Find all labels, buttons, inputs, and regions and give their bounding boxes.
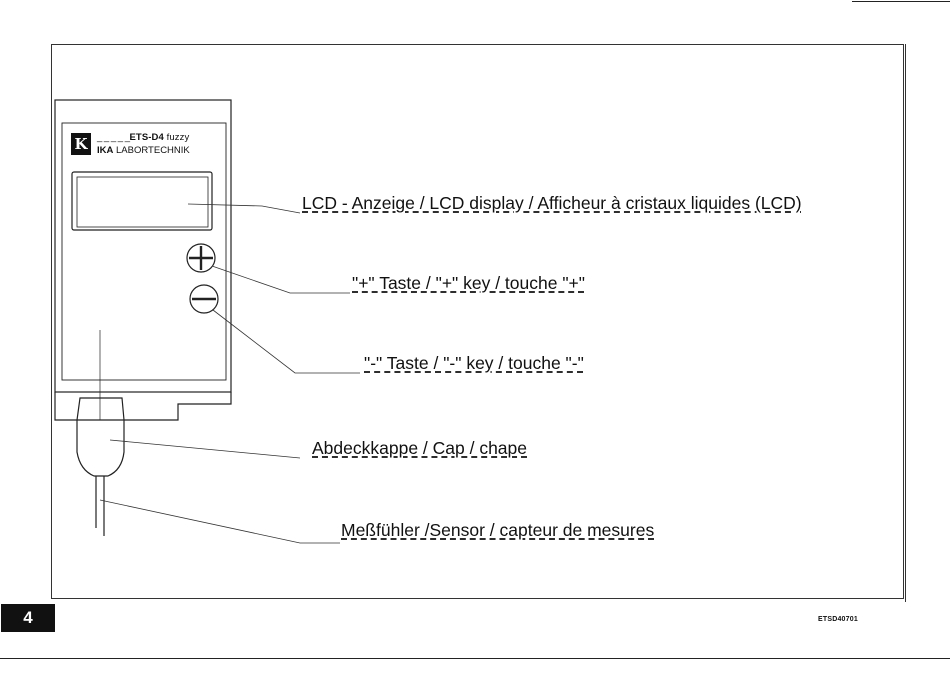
leader-plus — [212, 266, 350, 293]
lcd-window — [72, 172, 212, 230]
minus-key-drawing — [190, 285, 218, 313]
ika-logo-icon: K — [71, 133, 91, 155]
maker-label: IKA LABORTECHNIK — [97, 145, 190, 156]
housing-base — [55, 392, 231, 420]
callout-cap: Abdeckkappe / Cap / chape — [312, 438, 527, 459]
maker-rest: LABORTECHNIK — [116, 145, 190, 156]
page-number: 4 — [1, 604, 55, 632]
leader-minus — [213, 310, 360, 373]
leader-lcd — [188, 204, 300, 213]
callout-plus-key: "+" Taste / "+" key / touche "+" — [352, 273, 585, 294]
plus-key-drawing — [187, 244, 215, 272]
model-suffix: fuzzy — [167, 132, 190, 143]
leader-cap — [110, 440, 300, 458]
leader-sensor — [100, 500, 340, 543]
cap-drawing — [77, 398, 124, 476]
callout-sensor: Meßfühler /Sensor / capteur de mesures — [341, 520, 654, 541]
callout-lcd: LCD - Anzeige / LCD display / Afficheur … — [302, 193, 802, 214]
lcd-window-inner — [77, 177, 208, 227]
model-dashes: _ _ _ _ _ — [97, 132, 129, 143]
model-name: ETS-D4 — [129, 132, 163, 143]
callout-minus-key: "-" Taste / "-" key / touche "-" — [364, 353, 584, 374]
model-label: _ _ _ _ _ETS-D4 fuzzy — [97, 132, 189, 143]
document-code: ETSD40701 — [818, 616, 858, 623]
device-brand-plate: K _ _ _ _ _ETS-D4 fuzzy IKA LABORTECHNIK — [71, 133, 221, 161]
maker-bold: IKA — [97, 145, 113, 156]
